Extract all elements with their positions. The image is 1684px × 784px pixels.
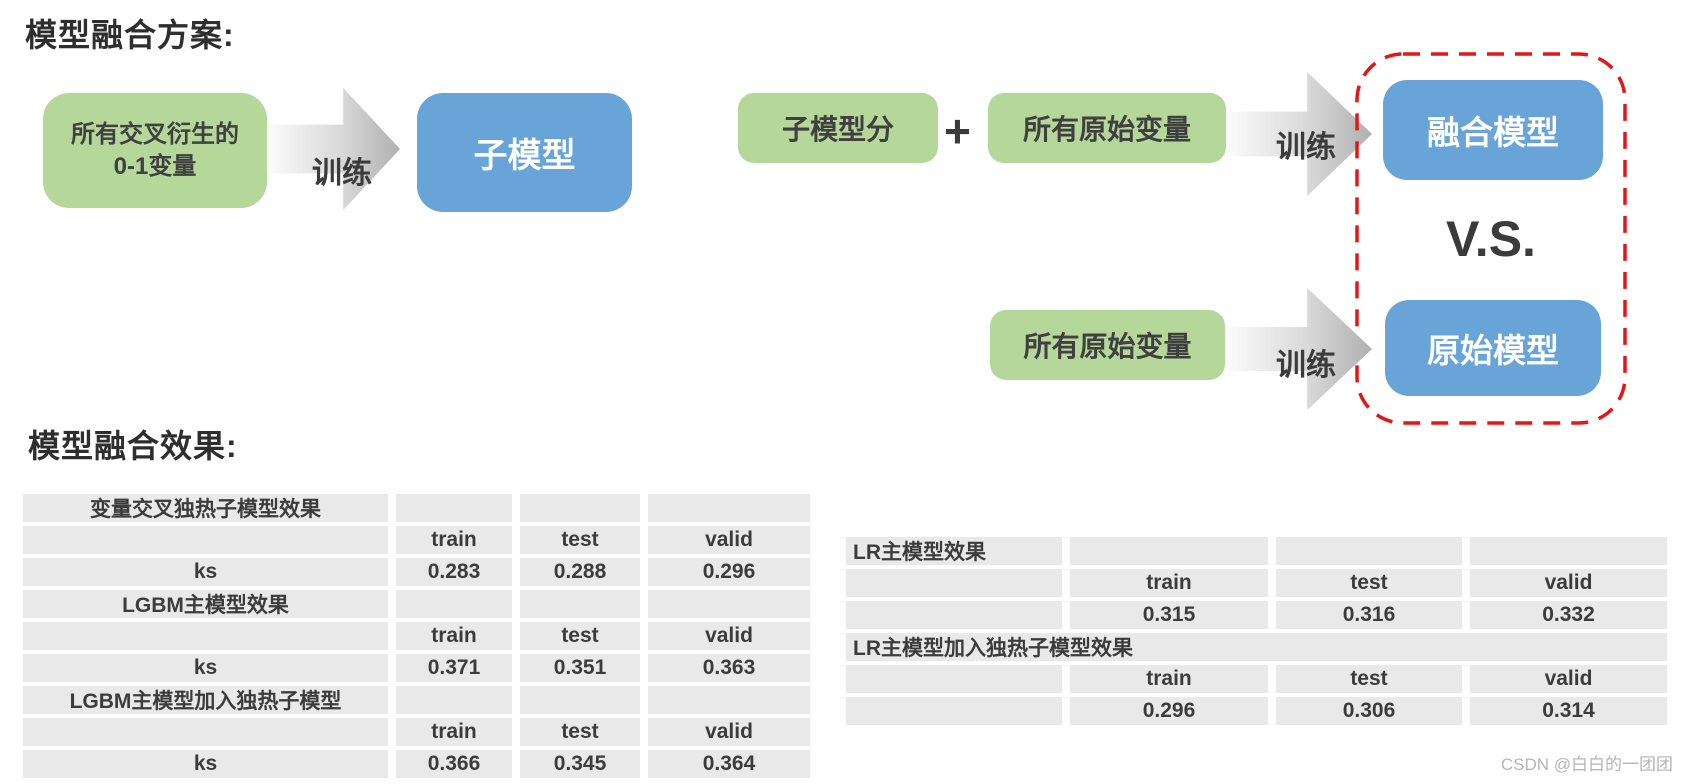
table-cell: ks — [23, 654, 388, 682]
versus-label: V.S. — [1446, 211, 1536, 267]
table-cell: train — [1070, 665, 1268, 693]
train-arrow-1-label: 训练 — [312, 157, 372, 190]
table-cell: test — [1276, 569, 1462, 597]
table-cell — [648, 590, 810, 618]
table-cell — [1470, 537, 1667, 565]
table-cell: test — [520, 622, 640, 650]
table-cell: 0.366 — [396, 750, 512, 778]
table-cell — [1070, 537, 1268, 565]
table-cell: ks — [23, 750, 388, 778]
table-cell: 0.283 — [396, 558, 512, 586]
table-cell — [846, 665, 1062, 693]
table-cell: test — [1276, 665, 1462, 693]
table-cell — [846, 601, 1062, 629]
table-cell: 0.345 — [520, 750, 640, 778]
original-vars-box-top: 所有原始变量 — [988, 93, 1226, 163]
table-cell — [648, 686, 810, 714]
table-cell: train — [396, 718, 512, 746]
scheme-title: 模型融合方案: — [25, 17, 235, 53]
table-cell: 0.363 — [648, 654, 810, 682]
table-cell: valid — [648, 718, 810, 746]
table-cell: valid — [648, 526, 810, 554]
original-vars-top-label: 所有原始变量 — [1022, 114, 1191, 145]
table-cell: 0.314 — [1470, 697, 1667, 725]
table-cell: train — [1070, 569, 1268, 597]
table-cell: test — [520, 526, 640, 554]
table-cell: valid — [1470, 569, 1667, 597]
table-cell: test — [520, 718, 640, 746]
table-cell: 0.351 — [520, 654, 640, 682]
table-cell — [846, 697, 1062, 725]
comparison-dashed-frame — [1355, 52, 1627, 425]
fused-model-box: 融合模型 — [1383, 80, 1603, 180]
table-cell — [520, 590, 640, 618]
train-arrow-2-label: 训练 — [1276, 131, 1336, 164]
cross-derived-vars-label: 所有交叉衍生的 0-1变量 — [71, 121, 239, 180]
table-section-cell: 变量交叉独热子模型效果 — [23, 494, 388, 522]
table-section-cell: LR主模型加入独热子模型效果 — [846, 633, 1667, 661]
table-cell: 0.306 — [1276, 697, 1462, 725]
table-cell: 0.315 — [1070, 601, 1268, 629]
original-vars-bottom-label: 所有原始变量 — [1023, 331, 1192, 362]
watermark: CSDN @白白的一团团 — [1500, 755, 1673, 774]
table-cell — [23, 622, 388, 650]
original-vars-box-bottom: 所有原始变量 — [990, 310, 1225, 380]
cross-derived-vars-box: 所有交叉衍生的 0-1变量 — [43, 93, 267, 208]
table-cell: 0.332 — [1470, 601, 1667, 629]
table-cell — [520, 494, 640, 522]
table-section-cell: LGBM主模型效果 — [23, 590, 388, 618]
table-cell — [396, 494, 512, 522]
table-cell — [1276, 537, 1462, 565]
table-cell — [648, 494, 810, 522]
table-cell — [23, 526, 388, 554]
effect-title: 模型融合效果: — [28, 428, 238, 464]
table-cell — [396, 590, 512, 618]
table-section-cell: LR主模型效果 — [846, 537, 1062, 565]
table-cell: 0.316 — [1276, 601, 1462, 629]
table-cell: 0.364 — [648, 750, 810, 778]
table-cell: 0.296 — [648, 558, 810, 586]
table-cell — [846, 569, 1062, 597]
original-model-box: 原始模型 — [1385, 300, 1601, 396]
table-cell — [520, 686, 640, 714]
original-model-label: 原始模型 — [1427, 332, 1559, 369]
sub-model-score-label: 子模型分 — [781, 114, 894, 145]
table-cell: 0.296 — [1070, 697, 1268, 725]
table-cell: 0.371 — [396, 654, 512, 682]
plus-sign: + — [944, 105, 971, 157]
train-arrow-3-label: 训练 — [1276, 349, 1336, 382]
table-cell: ks — [23, 558, 388, 586]
sub-model-label: 子模型 — [473, 137, 576, 175]
fused-model-label: 融合模型 — [1427, 114, 1559, 151]
table-cell: train — [396, 622, 512, 650]
table-cell: 0.288 — [520, 558, 640, 586]
table-cell — [23, 718, 388, 746]
table-cell — [396, 686, 512, 714]
table-cell: valid — [1470, 665, 1667, 693]
left-results-table: 变量交叉独热子模型效果 train test valid ks 0.283 0.288 0.2… — [23, 494, 810, 778]
sub-model-score-box: 子模型分 — [738, 93, 938, 163]
table-cell: valid — [648, 622, 810, 650]
table-section-cell: LGBM主模型加入独热子模型 — [23, 686, 388, 714]
sub-model-box: 子模型 — [417, 93, 632, 212]
table-cell: train — [396, 526, 512, 554]
